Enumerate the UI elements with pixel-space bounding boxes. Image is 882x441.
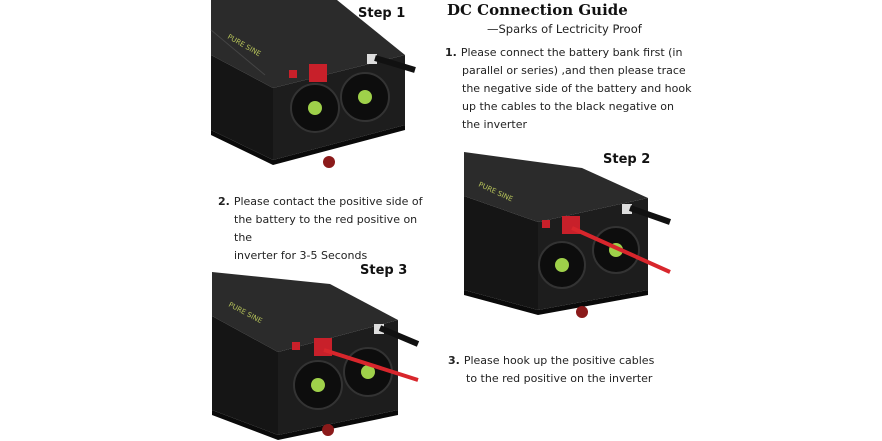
instruction-2-line: inverter for 3-5 Seconds [234,249,368,262]
instruction-1-line: parallel or series) ,and then please tra… [462,64,686,77]
instruction-1-line: Please connect the battery bank first (i… [460,46,683,59]
instruction-3-line: Please hook up the positive cables [463,354,655,367]
instruction-1-line: up the cables to the black negative on [462,100,674,113]
inverter-image-step-3: PURE SINE [212,272,420,440]
instruction-3: 3.Please hook up the positive cables to … [448,352,678,388]
inverter-image-step-1: PURE SINE [210,0,416,168]
guide-title: DC Connection Guide [447,1,628,19]
step-3-label: Step 3 [360,263,408,278]
inverter-image-step-2: PURE SINE [464,152,671,318]
step-2-label: Step 2 [603,152,651,167]
step-1-label: Step 1 [358,6,406,21]
instruction-2-line: Please contact the positive side of [233,195,423,208]
instruction-3-number: 3. [448,354,460,367]
instruction-2-number: 2. [218,195,230,208]
instruction-1: 1.Please connect the battery bank first … [445,44,695,134]
instruction-1-line: the inverter [462,118,527,131]
instruction-3-line: to the red positive on the inverter [466,372,653,385]
instruction-2: 2.Please contact the positive side of th… [218,193,438,265]
instruction-1-line: the negative side of the battery and hoo… [462,82,692,95]
instruction-1-number: 1. [445,46,457,59]
instruction-2-line: the battery to the red positive on the [234,213,418,244]
guide-subtitle: —Sparks of Lectricity Proof [487,22,642,36]
